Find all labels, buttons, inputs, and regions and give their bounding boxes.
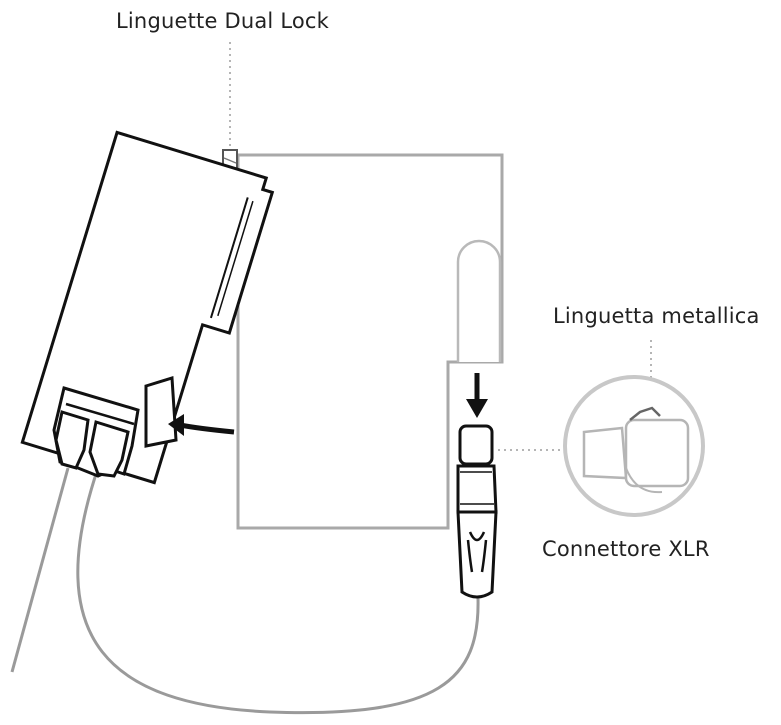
mounting-panel — [236, 153, 504, 530]
label-metal-tab: Linguetta metallica — [553, 304, 760, 328]
metal-tab — [629, 406, 661, 421]
xlr-connector — [456, 424, 498, 599]
label-xlr-connector: Connettore XLR — [542, 537, 710, 561]
right-plug — [88, 420, 130, 478]
left-plug — [54, 410, 90, 470]
magnifier-detail — [563, 375, 705, 517]
loop-cable — [76, 467, 480, 715]
long-cable — [10, 467, 70, 673]
label-dual-lock: Linguette Dual Lock — [116, 9, 330, 33]
module-connectors — [52, 376, 178, 478]
arrow-down-icon — [466, 373, 488, 418]
arrow-curved-left-icon — [168, 414, 235, 436]
panel-slot — [456, 239, 502, 362]
receptacle-box — [144, 376, 178, 448]
